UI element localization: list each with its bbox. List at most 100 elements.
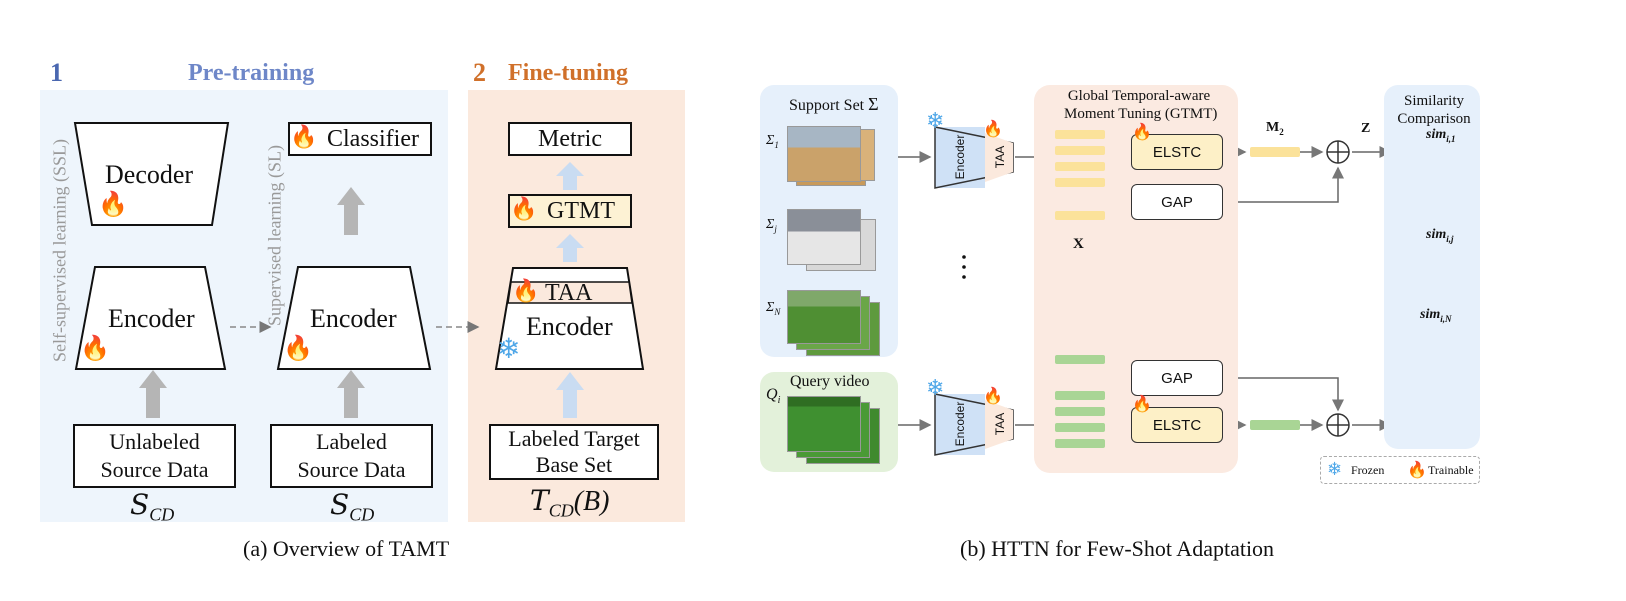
flame-icon: 🔥 bbox=[290, 124, 318, 149]
taa-band bbox=[507, 281, 633, 304]
math-s-cd-2: SCD bbox=[330, 488, 375, 525]
unlabeled-line2: Source Data bbox=[100, 457, 209, 482]
video-thumbnail bbox=[787, 290, 861, 344]
feature-bar bbox=[1055, 146, 1105, 155]
encoder-a-shape bbox=[935, 127, 985, 188]
similarity-panel bbox=[1384, 85, 1480, 449]
snowflake-icon: ❄ bbox=[1327, 459, 1343, 479]
encoder3-label: Encoder bbox=[526, 312, 613, 341]
arrow-up-4 bbox=[556, 372, 584, 418]
sim-j-label: simi,j bbox=[1426, 227, 1454, 244]
step1-number: 1 bbox=[50, 58, 63, 87]
feature-bar bbox=[1055, 130, 1105, 139]
encoder1-label: Encoder bbox=[108, 304, 195, 333]
sim-1-label: simi,1 bbox=[1426, 127, 1456, 144]
legend-trainable: Trainable bbox=[1428, 463, 1474, 477]
m2-label: M2 bbox=[1266, 120, 1284, 137]
target-line1: Labeled Target bbox=[508, 426, 640, 451]
x-label: X bbox=[1073, 236, 1084, 252]
legend-frozen: Frozen bbox=[1351, 463, 1385, 477]
support-set-title: Support Set Σ bbox=[789, 94, 879, 114]
metric-label: Metric bbox=[538, 125, 602, 152]
flame-icon: 🔥 bbox=[512, 278, 540, 303]
arrow-up-5 bbox=[556, 234, 584, 262]
math-s-cd-1: SCD bbox=[130, 488, 175, 525]
elstc-top-box: ELSTC bbox=[1131, 134, 1223, 170]
feature-bar bbox=[1055, 391, 1105, 400]
video-thumbnail bbox=[787, 396, 861, 452]
unlabeled-line1: Unlabeled bbox=[109, 429, 200, 454]
decoder-shape bbox=[73, 122, 230, 226]
metric-box: Metric bbox=[508, 122, 632, 156]
query-video-title: Query video bbox=[790, 373, 870, 390]
flame-icon: 🔥 bbox=[983, 388, 1003, 405]
feature-bar bbox=[1055, 355, 1105, 364]
flame-icon: 🔥 bbox=[98, 192, 128, 218]
query-feature-bar bbox=[1250, 420, 1300, 430]
sigma-j-label: Σj bbox=[766, 217, 777, 234]
gap-bottom-box: GAP bbox=[1131, 360, 1223, 396]
labeled-source-box: Labeled Source Data bbox=[270, 424, 433, 488]
flame-icon: 🔥 bbox=[1132, 396, 1152, 413]
arrow-up-6 bbox=[556, 162, 584, 190]
flame-icon: 🔥 bbox=[983, 121, 1003, 138]
arrow-up-3 bbox=[337, 187, 365, 235]
arrow-up-2 bbox=[337, 370, 365, 418]
encoder2-shape bbox=[276, 266, 432, 370]
target-line2: Base Set bbox=[535, 452, 613, 477]
gtmt-label: GTMT bbox=[547, 197, 615, 224]
gtmt-box: GTMT bbox=[508, 194, 632, 228]
labeled-line1: Labeled bbox=[316, 429, 387, 454]
step2-title: Fine-tuning bbox=[508, 60, 629, 86]
encoder-b-shape bbox=[935, 394, 985, 455]
m2-bar bbox=[1250, 147, 1300, 157]
q-label: Qi bbox=[766, 386, 781, 407]
sim-n-label: simi,N bbox=[1420, 307, 1452, 324]
target-base-box: Labeled Target Base Set bbox=[489, 424, 659, 480]
encoder1-shape bbox=[74, 266, 227, 370]
caption-a: (a) Overview of TAMT bbox=[243, 536, 450, 561]
z-label: Z bbox=[1361, 121, 1371, 136]
flame-icon: 🔥 bbox=[510, 196, 538, 221]
elstc-bottom-box: ELSTC bbox=[1131, 407, 1223, 443]
feature-bar bbox=[1055, 178, 1105, 187]
feature-bar bbox=[1055, 407, 1105, 416]
feature-bar bbox=[1055, 423, 1105, 432]
sigma-n-label: ΣN bbox=[766, 300, 781, 317]
gap-top-box: GAP bbox=[1131, 184, 1223, 220]
encoder2-label: Encoder bbox=[310, 304, 397, 333]
oplus-icon-top bbox=[1326, 140, 1350, 164]
flame-icon: 🔥 bbox=[283, 336, 313, 362]
math-t-cd-b: TCD(B) bbox=[530, 484, 610, 521]
flame-icon: 🔥 bbox=[1132, 124, 1152, 141]
caption-b: (b) HTTN for Few-Shot Adaptation bbox=[960, 536, 1275, 561]
classifier-label: Classifier bbox=[327, 125, 419, 152]
similarity-title: Similarity Comparison bbox=[1397, 93, 1471, 127]
decoder-label: Decoder bbox=[105, 160, 194, 189]
encoder-b-label: Encoder bbox=[953, 401, 967, 447]
labeled-line2: Source Data bbox=[297, 457, 406, 482]
arrow-up-1 bbox=[139, 370, 167, 418]
unlabeled-source-box: Unlabeled Source Data bbox=[73, 424, 236, 488]
flame-icon: 🔥 bbox=[1407, 462, 1427, 479]
taa-label: TAA bbox=[545, 280, 593, 306]
legend: ❄ Frozen 🔥 Trainable bbox=[1320, 456, 1480, 484]
feature-bar bbox=[1055, 439, 1105, 448]
feature-bar bbox=[1055, 211, 1105, 220]
oplus-icon-bottom bbox=[1326, 413, 1350, 437]
sigma-1-label: Σ1 bbox=[766, 133, 779, 150]
step2-number: 2 bbox=[473, 58, 486, 87]
video-thumbnail bbox=[787, 126, 861, 182]
snowflake-icon: ❄ bbox=[926, 108, 945, 133]
snowflake-icon: ❄ bbox=[497, 334, 521, 365]
snowflake-icon: ❄ bbox=[926, 375, 945, 400]
video-thumbnail bbox=[787, 209, 861, 265]
classifier-box: Classifier bbox=[288, 122, 432, 156]
flame-icon: 🔥 bbox=[80, 336, 110, 362]
encoder-a-label: Encoder bbox=[953, 134, 967, 180]
taa-b-fill bbox=[985, 400, 1013, 449]
taa-a-fill bbox=[985, 133, 1013, 182]
gtmt-title: Global Temporal-aware Moment Tuning (GTM… bbox=[1064, 88, 1218, 122]
step1-title: Pre-training bbox=[188, 60, 315, 86]
feature-bar bbox=[1055, 162, 1105, 171]
